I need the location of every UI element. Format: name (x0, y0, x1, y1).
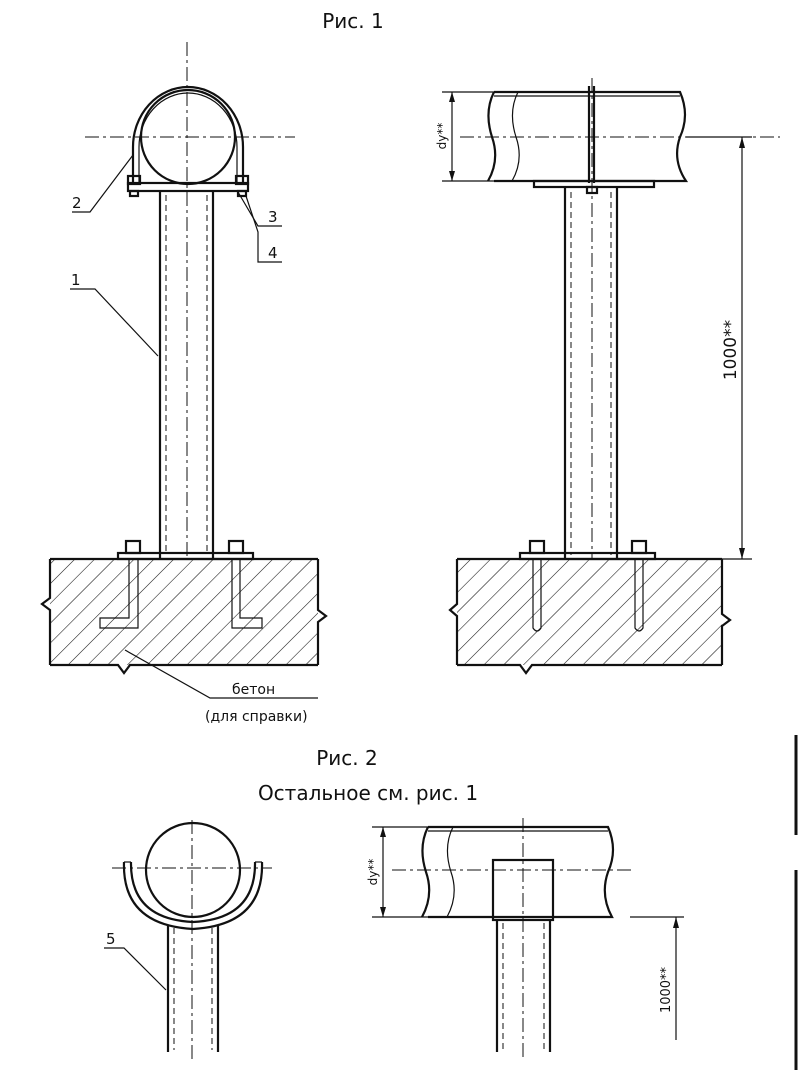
fig2-dimensions: dу** 1000** (366, 826, 684, 1040)
figure1-title: Рис. 1 (322, 9, 384, 33)
fig2-dim-height: 1000** (659, 966, 674, 1013)
figure2-subtitle: Остальное см. рис. 1 (258, 781, 478, 805)
callout-2: 2 (72, 194, 82, 212)
concrete-label: бетон (232, 682, 275, 698)
fig1-dim-diameter: dу** (435, 123, 449, 150)
fig1-callouts: 1 2 3 4 бетон (для справки) (70, 154, 318, 725)
callout-1: 1 (71, 271, 81, 289)
fig1-dimensions: dу** 1000** (435, 91, 752, 560)
fig2-u-saddle (122, 861, 264, 931)
fig1-front-view (40, 42, 328, 675)
concrete-foundation (50, 559, 318, 665)
fig1-side-view (448, 78, 780, 675)
fig2-pipe-section (144, 821, 242, 919)
fig2-dim-diameter: dу** (366, 859, 380, 886)
callout-5: 5 (106, 930, 116, 948)
fig2-side-view (392, 818, 632, 1060)
fig1-dim-height: 1000** (721, 320, 741, 380)
u-clamp (131, 85, 245, 183)
side-concrete-foundation (457, 559, 722, 665)
fig2-front-view: 5 (104, 820, 272, 1060)
figure2-title: Рис. 2 (316, 746, 378, 770)
callout-4: 4 (268, 244, 278, 262)
callout-3: 3 (268, 208, 278, 226)
concrete-note: (для справки) (205, 709, 308, 725)
fig2-sleeve (491, 858, 555, 922)
saddle-plate (126, 181, 250, 193)
